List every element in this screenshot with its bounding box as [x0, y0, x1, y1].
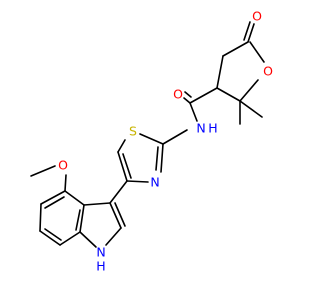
atom-nh-indole: N H [96, 245, 105, 274]
bond-thiazole-c4-n [126, 180, 149, 183]
bond-benz-c7-c7a [59, 231, 81, 246]
bond-amide-co-2 [184, 91, 192, 98]
bond-methyl-a [239, 100, 263, 118]
atom-o-ring: O [263, 64, 273, 79]
bond-benz-c6-c7 [39, 230, 61, 246]
bond-lactone-c2-c3 [216, 55, 224, 89]
bond-indole-c3a-c7a [79, 204, 85, 233]
bond-lactone-carbonyl-1 [247, 23, 255, 43]
atom-label: N [196, 121, 205, 136]
bond-thiazole-n-c2-dbl [155, 146, 159, 171]
bond-amide-c-n [189, 102, 198, 122]
atom-label: O [173, 87, 183, 102]
atom-label: O [58, 158, 68, 173]
atom-h-label: H [208, 121, 217, 136]
atom-n-thiazole: N [150, 175, 159, 190]
bond-lactone-c4-o [239, 79, 259, 102]
bond-amide-co-1 [183, 97, 191, 104]
bond-benz-c6-c7-dbl [44, 228, 62, 241]
bond-indole-c3-c3a [83, 202, 111, 206]
bond-indole-c3-c2 [109, 202, 122, 229]
atom-h-label: H [96, 259, 105, 274]
bond-indole-c3-c2-dbl [114, 202, 126, 227]
atom-label: N [150, 175, 159, 190]
bond-benz-c4-c5 [40, 190, 66, 205]
structure-svg: O O O N H S N O N H [30, 9, 273, 274]
bond-thiazole-s-c5 [117, 139, 126, 153]
bond-thiazole-n-c2 [160, 143, 164, 173]
bond-benz-c3a-c7a-dbl [75, 209, 81, 231]
atom-s-thiazole: S [129, 124, 137, 139]
atom-label: O [252, 9, 262, 24]
atom-o-carbonyl-lactone: O [252, 9, 262, 24]
atom-label: N [96, 245, 105, 260]
bond-lactone-c3-c4 [216, 87, 241, 102]
atom-label: O [263, 64, 273, 79]
bond-amide-n-c2thiazole [162, 129, 188, 145]
bond-indole-c2-n [105, 227, 122, 246]
bond-thiazole-c2-s [139, 133, 164, 145]
molecule-diagram: O O O N H S N O N H [30, 9, 273, 274]
bond-methoxy-o-ch3 [30, 165, 56, 177]
bond-thiazole-c5-c4-dbl [122, 153, 132, 179]
bond-lactone-carbonyl-2 [243, 21, 251, 41]
atom-nh-amide: N H [196, 121, 217, 136]
bond-indole-n-c7a [79, 231, 97, 248]
atom-o-methoxy: O [58, 158, 68, 173]
atom-o-amide: O [173, 87, 183, 102]
bond-benz-c5-c6 [39, 203, 42, 232]
bond-lactone-c1-c2 [222, 41, 249, 57]
bond-thiazole-c5-c4 [117, 151, 128, 182]
bond-benz-c3a-c4 [64, 190, 85, 206]
atom-label: S [129, 124, 137, 139]
bond-benz-c4-c5-dbl [44, 196, 65, 209]
bond-lactone-o-c1 [249, 41, 265, 63]
bond-methoxy-c-o [64, 174, 67, 192]
bond-c3-amide-c [189, 87, 218, 104]
bond-thiazole-indole [109, 180, 128, 204]
